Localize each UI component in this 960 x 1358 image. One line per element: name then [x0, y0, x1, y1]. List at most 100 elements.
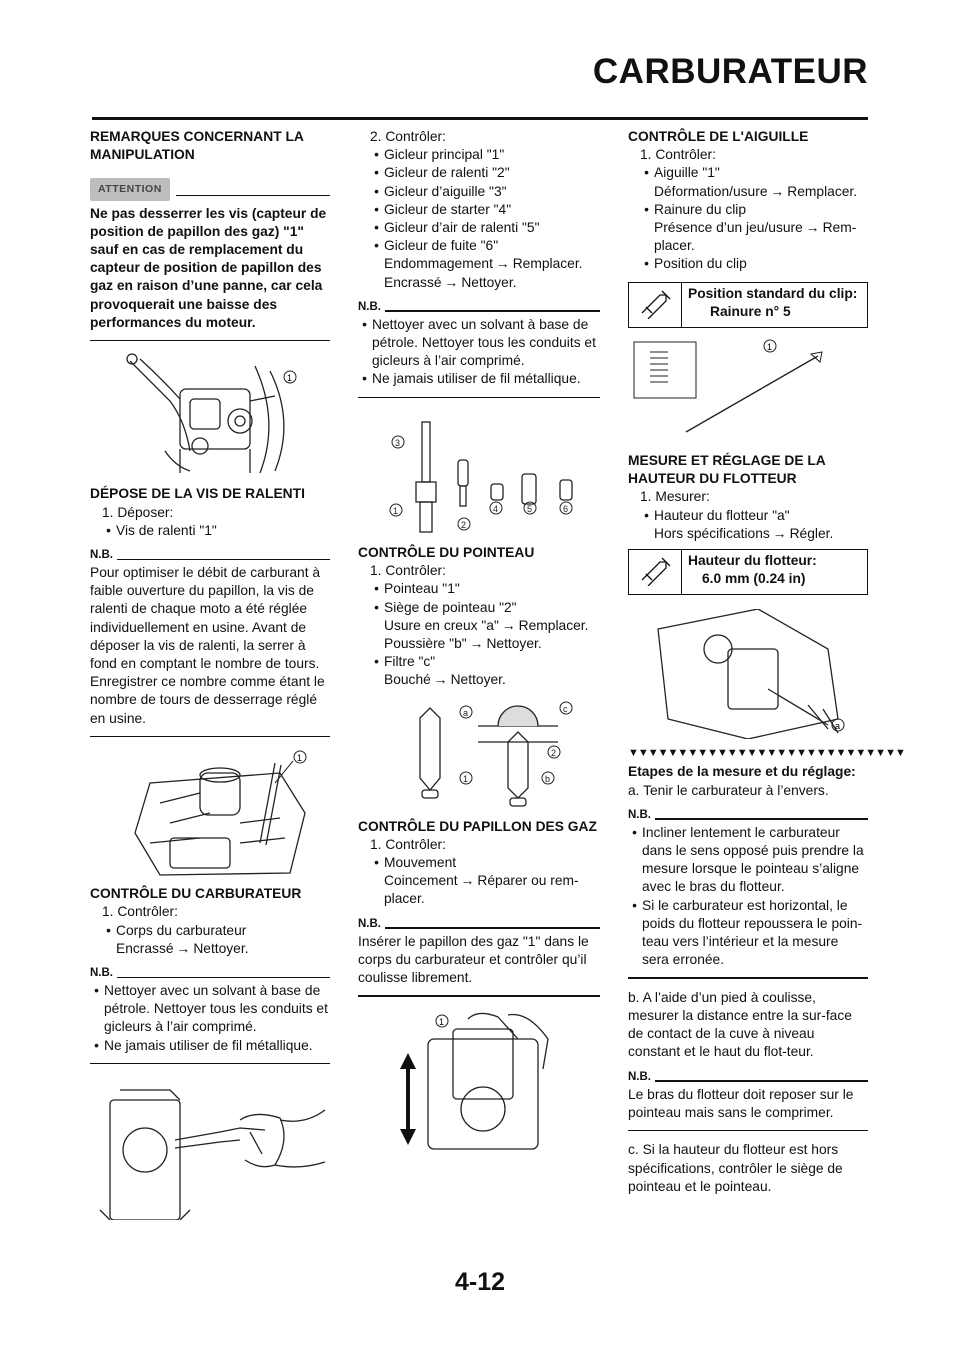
- callout-2: 2: [551, 748, 556, 758]
- section-title-idle-screw: DÉPOSE DE LA VIS DE RALENTI: [90, 486, 305, 502]
- figure-needle-valve: a c 2 1 b: [419, 701, 573, 807]
- list-item: •Rainure du clip: [644, 201, 747, 217]
- list-item: •Aiguille "1": [644, 165, 720, 181]
- spec-value: Rainure n° 5: [710, 303, 791, 319]
- callout-3: 3: [395, 438, 400, 448]
- step-a: a. Tenir le carburateur à l’envers.: [628, 782, 829, 798]
- list-item: •Gicleur d’air de ralenti "5": [374, 220, 540, 236]
- result-line: Déformation/usure→Remplacer.: [654, 183, 858, 199]
- step-c: c. Si la hauteur du flotteur est hors sp…: [628, 1142, 843, 1194]
- note-block: N.B. •Nettoyer avec un solvant à base de…: [358, 301, 600, 399]
- section-title-float: MESURE ET RÉGLAGE DE LA HAUTEUR DU FLOTT…: [628, 453, 826, 487]
- section-title-needle-valve: CONTRÔLE DU POINTEAU: [358, 545, 535, 561]
- callout-1: 1: [463, 774, 468, 784]
- list-item: •Pointeau "1": [374, 581, 460, 597]
- result-line: Usure en creux "a"→Remplacer.: [384, 617, 589, 633]
- note-text: Ne jamais utiliser de fil métallique.: [104, 1037, 313, 1053]
- page-title: CARBURATEUR: [592, 52, 868, 91]
- figure-float-height: a: [657, 609, 845, 740]
- result-line: Coincement→Réparer ou rem-placer.: [384, 873, 579, 907]
- spec-value: 6.0 mm (0.24 in): [702, 571, 806, 587]
- note-text: Incliner lentement le carburateur dans l…: [642, 824, 864, 895]
- spec-box-float: Hauteur du flotteur: 6.0 mm (0.24 in): [628, 549, 868, 596]
- callout-1: 1: [767, 342, 772, 352]
- step-divider-triangles: ▼▼▼▼▼▼▼▼▼▼▼▼▼▼▼▼▼▼▼▼▼▼▼▼▼▼▼▼: [628, 747, 906, 760]
- list-item: •Gicleur de ralenti "2": [374, 165, 510, 181]
- callout-c: c: [563, 704, 568, 714]
- callout-b: b: [545, 774, 550, 784]
- list-item: •Filtre "c": [374, 654, 436, 670]
- figure-idle-screw: 1: [134, 750, 307, 876]
- list-item: •Mouvement: [374, 855, 457, 871]
- step-check: 1. Contrôler:: [102, 904, 178, 920]
- callout-a: a: [835, 721, 840, 731]
- nb-label: N.B.: [90, 549, 113, 562]
- note-text: Nettoyer avec un solvant à base de pétro…: [372, 316, 596, 369]
- result-line: Présence d’un jeu/usure→Rem-placer.: [654, 220, 857, 254]
- note-text: Si le carburateur est horizontal, le poi…: [642, 897, 863, 968]
- result-line: Hors spécifications→Régler.: [654, 525, 834, 541]
- callout-5: 5: [527, 504, 532, 514]
- attention-rule: [175, 194, 330, 197]
- callout-2: 2: [461, 520, 466, 530]
- step-measure: 1. Mesurer:: [640, 489, 710, 505]
- result-line: Bouché→Nettoyer.: [384, 672, 506, 688]
- column-middle: 2. Contrôler: •Gicleur principal "1" •Gi…: [358, 128, 600, 1159]
- note-text: Insérer le papillon des gaz "1" dans le …: [358, 933, 589, 986]
- callout-1: 1: [287, 373, 292, 383]
- note-text: Le bras du flotteur doit reposer sur le …: [628, 1086, 854, 1120]
- result-line: Poussière "b"→Nettoyer.: [384, 636, 542, 652]
- note-block: N.B. •Nettoyer avec un solvant à base de…: [90, 967, 330, 1065]
- figure-jets: 3 1 2 4 5 6: [389, 421, 573, 533]
- spec-box-clip: Position standard du clip: Rainure n° 5: [628, 281, 868, 329]
- step-remove: 1. Déposer:: [102, 504, 174, 520]
- section-title-handling: REMARQUES CONCERNANT LA MANIPULATION: [90, 129, 304, 163]
- note-block: N.B. Le bras du flotteur doit reposer su…: [628, 1071, 868, 1132]
- result-line: Endommagement→Remplacer.: [384, 256, 583, 272]
- step-check: 1. Contrôler:: [640, 147, 716, 163]
- figure-air-gun: [99, 1089, 326, 1221]
- caliper-icon: [629, 550, 682, 595]
- attention-header: ATTENTION: [90, 178, 330, 201]
- column-right: CONTRÔLE DE L'AIGUILLE 1. Contrôler: •Ai…: [628, 128, 906, 1196]
- result-line: Encrassé→Nettoyer.: [116, 940, 249, 956]
- column-left: REMARQUES CONCERNANT LA MANIPULATION ATT…: [90, 128, 330, 1221]
- list-item: •Vis de ralenti "1": [106, 522, 217, 538]
- callout-a: a: [463, 708, 468, 718]
- callout-1: 1: [393, 506, 398, 516]
- section-title-carb-check: CONTRÔLE DU CARBURATEUR: [90, 886, 302, 902]
- callout-1: 1: [297, 753, 302, 763]
- header-rule: [92, 117, 868, 120]
- list-item: •Gicleur de starter "4": [374, 201, 512, 217]
- spec-label: Hauteur du flotteur:: [688, 553, 817, 569]
- note-block: N.B. Insérer le papillon des gaz "1" dan…: [358, 918, 600, 997]
- step-check-2: 2. Contrôler:: [370, 129, 446, 144]
- callout-1: 1: [439, 1017, 444, 1027]
- note-text: Pour optimiser le débit de carburant à f…: [90, 565, 325, 726]
- attention-tag: ATTENTION: [90, 178, 170, 201]
- list-item: •Corps du carburateur: [106, 922, 247, 938]
- callout-4: 4: [493, 504, 498, 514]
- attention-text: Ne pas desserrer les vis (capteur de pos…: [90, 205, 327, 330]
- callout-6: 6: [563, 504, 568, 514]
- list-item: •Gicleur d’aiguille "3": [374, 183, 507, 199]
- attention-end-rule: [90, 340, 330, 342]
- spec-label: Position standard du clip:: [688, 285, 858, 301]
- result-line: Encrassé→Nettoyer.: [384, 274, 517, 290]
- figure-throttle-sensor: 1: [126, 353, 297, 474]
- list-item: •Gicleur de fuite "6": [374, 238, 499, 254]
- list-item: •Position du clip: [644, 256, 747, 272]
- figure-needle: 1: [633, 339, 823, 433]
- note-text: Nettoyer avec un solvant à base de pétro…: [104, 983, 328, 1035]
- list-item: •Siège de pointeau "2": [374, 599, 517, 615]
- list-item: •Hauteur du flotteur "a": [644, 507, 790, 523]
- section-title-throttle: CONTRÔLE DU PAPILLON DES GAZ: [358, 818, 597, 834]
- step-b: b. A l’aide d’un pied à coulisse, mesure…: [628, 989, 852, 1060]
- page-number: 4-12: [454, 1268, 506, 1296]
- steps-title: Etapes de la mesure et du réglage:: [628, 764, 856, 780]
- figure-throttle-valve: 1: [400, 1012, 549, 1150]
- caliper-icon: [629, 282, 682, 328]
- note-block: N.B. Pour optimiser le débit de carburan…: [90, 549, 330, 738]
- note-text: Ne jamais utiliser de fil métallique.: [372, 371, 581, 387]
- section-title-needle: CONTRÔLE DE L'AIGUILLE: [628, 129, 809, 144]
